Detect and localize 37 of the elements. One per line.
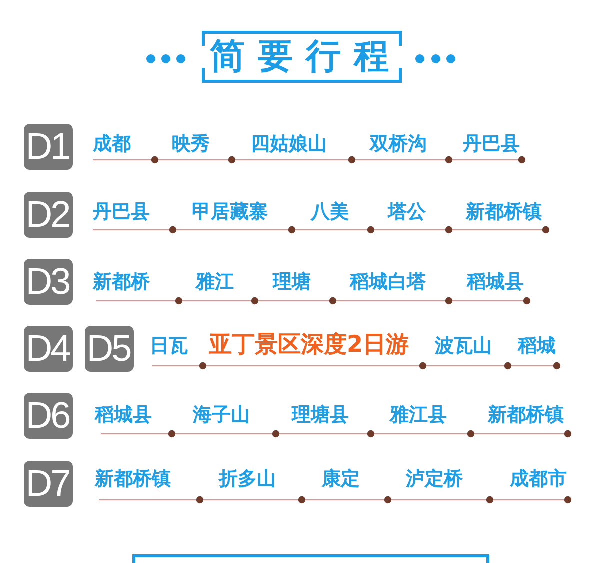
place-name: 甲居藏寨: [192, 201, 268, 223]
place-name: 泸定桥: [406, 468, 463, 490]
title-text: 简要行程: [210, 36, 392, 78]
place-name: 折多山: [219, 468, 276, 490]
place-name: 稻城县: [467, 271, 524, 293]
place-name: 四姑娘山: [251, 133, 327, 155]
place-name: 新都桥: [93, 271, 150, 293]
place-name: 康定: [322, 468, 360, 490]
place-name: 波瓦山: [435, 335, 492, 357]
place-name: 稻城: [518, 335, 556, 357]
place-name: 理塘县: [292, 404, 349, 426]
place-name: 日瓦: [150, 335, 188, 357]
place-name: 新都桥镇: [466, 201, 542, 223]
place-name: 八美: [311, 201, 349, 223]
place-name: 雅江县: [390, 404, 447, 426]
place-name: 塔公: [388, 201, 426, 223]
day-badge: D1: [24, 124, 73, 170]
place-name: 新都桥镇: [95, 468, 171, 490]
day-badge: D4: [24, 326, 73, 372]
day-badge: D7: [24, 461, 73, 507]
place-name: 海子山: [193, 404, 250, 426]
place-name: 稻城县: [95, 404, 152, 426]
day-badge: D2: [24, 192, 73, 238]
place-name: 成都: [93, 133, 131, 155]
place-name: 成都市: [510, 468, 567, 490]
place-name: 丹巴县: [93, 201, 150, 223]
highlight-text: 亚丁景区深度2日游: [209, 332, 410, 359]
day-badge: D6: [24, 393, 73, 439]
place-name: 双桥沟: [370, 133, 427, 155]
place-name: 映秀: [172, 133, 210, 155]
place-name: 稻城白塔: [350, 271, 426, 293]
day-badge: D5: [85, 326, 134, 372]
place-name: 新都桥镇: [488, 404, 564, 426]
place-name: 丹巴县: [463, 133, 520, 155]
place-name: 雅江: [196, 271, 234, 293]
day-badge: D3: [24, 259, 73, 305]
place-name: 理塘: [273, 271, 311, 293]
